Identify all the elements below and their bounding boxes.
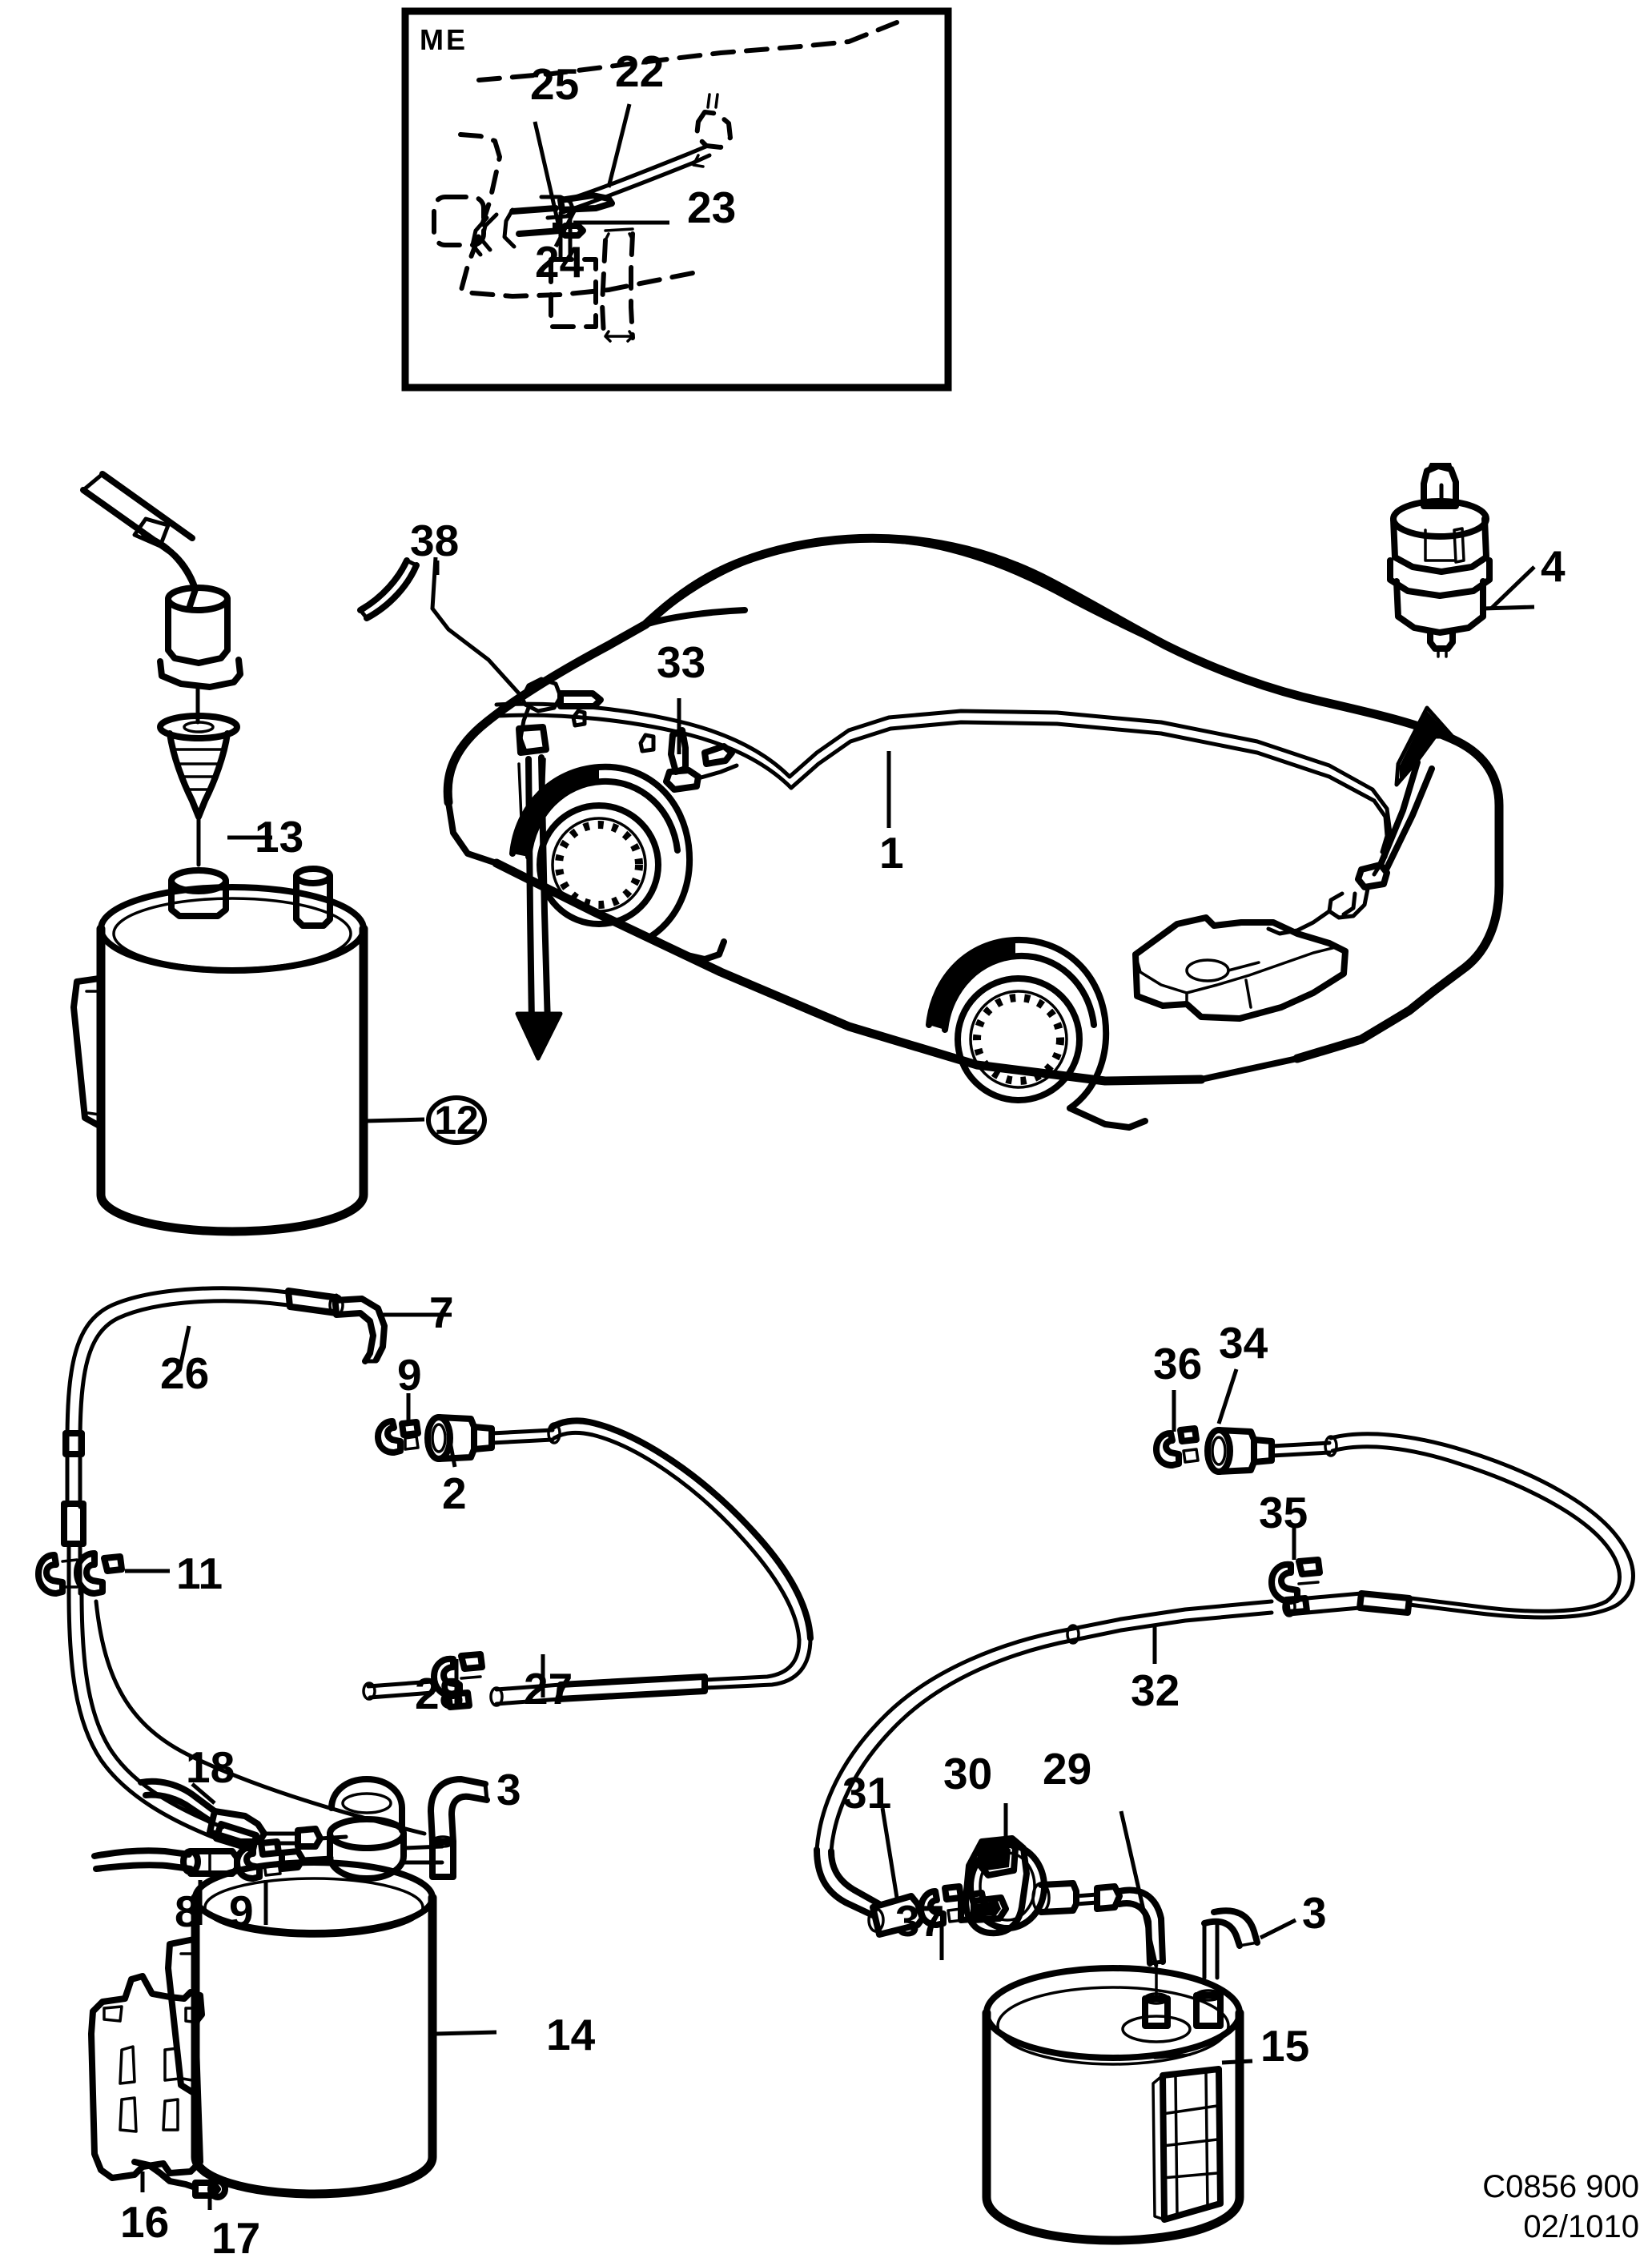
callout-18: 18 bbox=[186, 1742, 235, 1792]
callout-13: 13 bbox=[255, 812, 304, 862]
callout-2: 2 bbox=[442, 1469, 467, 1518]
callout-28: 28 bbox=[415, 1669, 464, 1718]
callout-leaders bbox=[177, 560, 1536, 1468]
canister-4 bbox=[1387, 463, 1535, 658]
callout-22: 22 bbox=[615, 46, 665, 96]
callout-33: 33 bbox=[657, 637, 706, 687]
callout-3-right: 3 bbox=[1302, 1888, 1327, 1938]
hose-38 bbox=[357, 556, 521, 695]
callout-8: 8 bbox=[175, 1886, 199, 1936]
fuel-tank bbox=[1132, 914, 1349, 1022]
callout-4: 4 bbox=[1541, 541, 1566, 591]
callout-3-left: 3 bbox=[496, 1765, 521, 1814]
inset-me-panel bbox=[401, 7, 952, 392]
callout-31: 31 bbox=[842, 1768, 892, 1818]
callout-37: 37 bbox=[895, 1896, 945, 1946]
callout-23: 23 bbox=[687, 183, 737, 232]
canister-12-assembly bbox=[70, 471, 425, 1236]
valve-30-assembly bbox=[867, 1803, 1297, 2000]
callout-11: 11 bbox=[176, 1549, 223, 1598]
callout-35: 35 bbox=[1259, 1488, 1308, 1537]
callout-32: 32 bbox=[1131, 1665, 1180, 1715]
inset-title-me: ME bbox=[420, 23, 468, 56]
callout-27: 27 bbox=[524, 1664, 573, 1714]
callout-34: 34 bbox=[1219, 1318, 1268, 1368]
callout-15: 15 bbox=[1260, 2021, 1310, 2071]
callout-1: 1 bbox=[879, 828, 904, 878]
revision-code: 02/1010 bbox=[1523, 2209, 1639, 2244]
callout-29: 29 bbox=[1043, 1744, 1092, 1794]
fuel-vapour-line-1 bbox=[494, 701, 1455, 936]
callout-24: 24 bbox=[535, 237, 585, 287]
front-valve-assembly bbox=[515, 677, 739, 1061]
callout-30: 30 bbox=[943, 1749, 993, 1798]
callout-38: 38 bbox=[410, 516, 460, 565]
callout-12: 12 bbox=[426, 1095, 487, 1145]
callout-14: 14 bbox=[546, 2010, 596, 2059]
canister-15-assembly bbox=[982, 1965, 1253, 2245]
callout-26: 26 bbox=[160, 1348, 210, 1398]
callout-9-upper: 9 bbox=[397, 1350, 422, 1400]
part-code: C0856 900 bbox=[1482, 2169, 1639, 2204]
callout-17: 17 bbox=[211, 2213, 261, 2258]
canister-14-assembly bbox=[88, 1776, 497, 2210]
callout-25: 25 bbox=[530, 59, 580, 109]
connector-2-and-clamp-9 bbox=[362, 1414, 814, 1710]
callout-9-lower: 9 bbox=[229, 1886, 254, 1936]
callout-7: 7 bbox=[429, 1288, 454, 1337]
hose-32-assembly bbox=[814, 1425, 1635, 1918]
car-body-outline bbox=[443, 533, 1504, 1131]
callout-16: 16 bbox=[120, 2197, 170, 2247]
callout-36: 36 bbox=[1153, 1339, 1203, 1388]
